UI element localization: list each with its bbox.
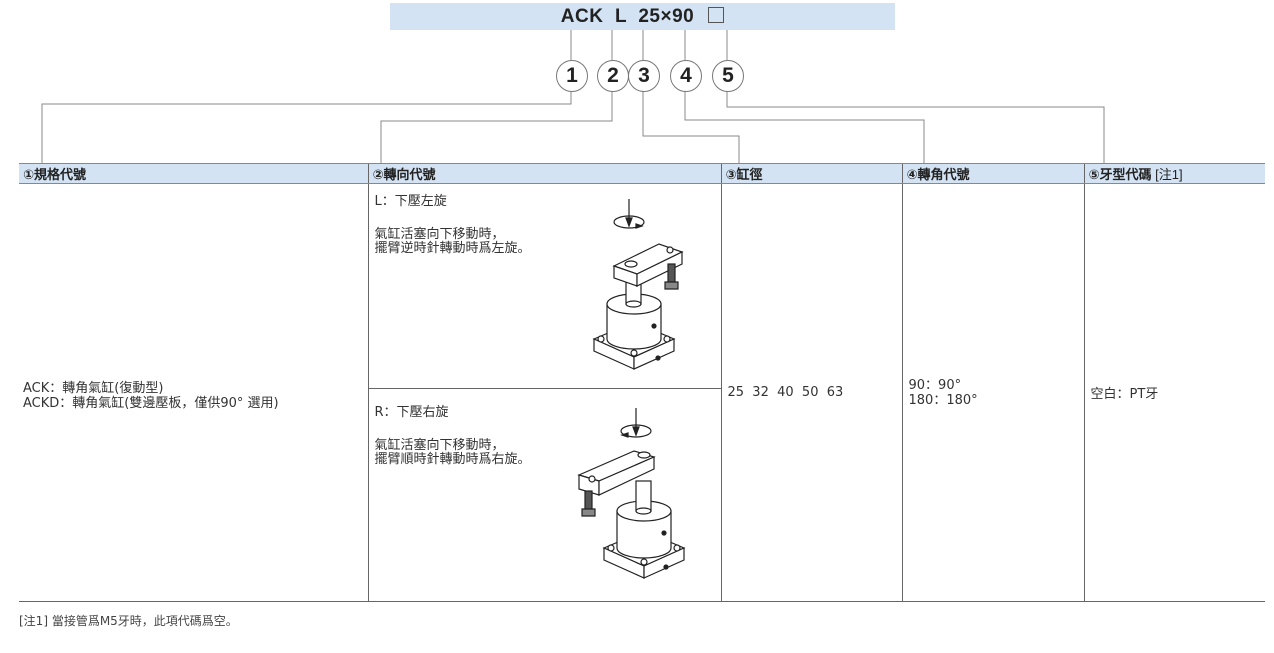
table-header-row: ①規格代號 ②轉向代號 ③缸徑 ④轉角代號 ⑤牙型代碼 [注1] — [19, 163, 1265, 184]
thread-blank-pt: 空白：PT牙 — [1090, 387, 1159, 402]
blank-code-box — [708, 7, 725, 23]
table-row: ACK：轉角氣缸(復動型) ACKD：轉角氣缸(雙邊壓板，僅供90° 選用) L… — [19, 183, 1265, 602]
spec-code-ackd: ACKD：轉角氣缸(雙邊壓板，僅供90° 選用) — [23, 395, 279, 411]
direction-left-label: L：下壓左旋 — [374, 194, 447, 209]
callout-3: 3 — [628, 60, 660, 92]
thread-code-cell: 空白：PT牙 — [1083, 183, 1265, 602]
model-code-text: ACK L 25×90 — [560, 6, 695, 27]
spec-code-ack: ACK：轉角氣缸(復動型) — [23, 380, 164, 396]
bore-size-cell: 25 32 40 50 63 — [720, 183, 902, 602]
direction-left: L：下壓左旋 氣缸活塞向下移動時， 擺臂逆時針轉動時爲左旋。 — [369, 184, 721, 388]
direction-right-description: 氣缸活塞向下移動時， 擺臂順時針轉動時爲右旋。 — [374, 438, 531, 467]
header-thread-code: ⑤牙型代碼 [注1] — [1083, 163, 1265, 184]
header-spec-code: ①規格代號 — [19, 163, 368, 184]
rotary-clamp-cylinder-right-icon — [576, 408, 685, 579]
code-table: ①規格代號 ②轉向代號 ③缸徑 ④轉角代號 ⑤牙型代碼 [注1] ACK：轉角氣… — [19, 163, 1265, 602]
header-direction-code: ②轉向代號 — [367, 163, 721, 184]
rotary-clamp-cylinder-left-icon — [592, 199, 684, 370]
model-code: ACK L 25×90 — [390, 3, 895, 30]
footnote: [注1] 當接管爲M5牙時，此項代碼爲空。 — [19, 614, 238, 628]
direction-cell: L：下壓左旋 氣缸活塞向下移動時， 擺臂逆時針轉動時爲左旋。 — [367, 183, 721, 602]
callout-2: 2 — [597, 60, 629, 92]
direction-left-description: 氣缸活塞向下移動時， 擺臂逆時針轉動時爲左旋。 — [374, 227, 531, 256]
header-note-ref: [注1] — [1155, 167, 1183, 182]
callout-1: 1 — [556, 60, 588, 92]
callout-4: 4 — [670, 60, 702, 92]
direction-right: R：下壓右旋 氣缸活塞向下移動時， 擺臂順時針轉動時爲右旋。 — [368, 388, 721, 601]
spec-code-cell: ACK：轉角氣缸(復動型) ACKD：轉角氣缸(雙邊壓板，僅供90° 選用) — [19, 183, 368, 602]
direction-right-label: R：下壓右旋 — [374, 405, 449, 420]
angle-180: 180：180° — [908, 392, 978, 408]
callout-5: 5 — [712, 60, 744, 92]
model-code-bar: ACK L 25×90 — [390, 3, 895, 30]
bore-sizes: 25 32 40 50 63 — [727, 385, 844, 400]
header-angle-code: ④轉角代號 — [901, 163, 1084, 184]
angle-90: 90：90° — [908, 377, 962, 393]
angle-code-cell: 90：90° 180：180° — [901, 183, 1084, 602]
header-bore-size: ③缸徑 — [720, 163, 902, 184]
